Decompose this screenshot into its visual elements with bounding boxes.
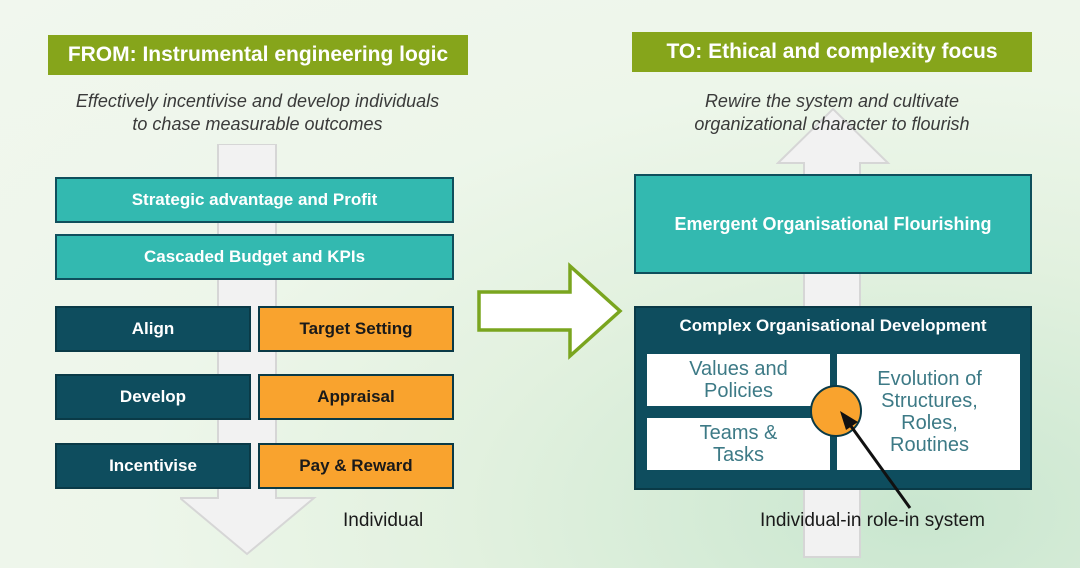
to-subtitle-line1: Rewire the system and cultivate — [704, 91, 960, 111]
complex-development-title: Complex Organisational Development — [679, 316, 987, 335]
evolution-line4: Routines — [890, 434, 969, 456]
evolution-line3: Roles, — [901, 412, 958, 434]
teams-tasks-line2: Tasks — [712, 444, 765, 466]
from-subtitle-emphasis: Effectively incentivise — [75, 91, 247, 111]
cascaded-budget-box: Cascaded Budget and KPIs — [55, 234, 454, 280]
from-subtitle-line2: to chase measurable outcomes — [132, 114, 383, 134]
individual-in-system-caption: Individual-in role-in system — [760, 510, 985, 531]
strategic-advantage-box: Strategic advantage and Profit — [55, 177, 454, 223]
align-box: Align — [55, 306, 251, 352]
target-setting-box: Target Setting — [258, 306, 454, 352]
develop-box: Develop — [55, 374, 251, 420]
pay-reward-box: Pay & Reward — [258, 443, 454, 489]
emergent-flourishing-box: Emergent Organisational Flourishing — [634, 174, 1032, 274]
pointer-arrowhead — [840, 411, 858, 430]
teams-tasks-cell: Teams & Tasks — [647, 418, 830, 470]
individual-pointer — [810, 385, 912, 509]
individual-caption: Individual — [343, 510, 424, 531]
appraisal-box: Appraisal — [258, 374, 454, 420]
to-subtitle: Rewire the system and cultivate organiza… — [620, 90, 1044, 136]
transition-arrow — [477, 262, 623, 360]
from-subtitle-rest: and develop individuals — [251, 91, 440, 111]
evolution-line2: Structures, — [881, 390, 978, 412]
incentivise-box: Incentivise — [55, 443, 251, 489]
evolution-line1: Evolution of — [877, 368, 982, 390]
pointer-line — [846, 421, 912, 509]
from-subtitle: Effectively incentivise and develop indi… — [20, 90, 495, 136]
values-policies-cell: Values and Policies — [647, 354, 830, 406]
values-policies-line2: Policies — [704, 380, 773, 402]
values-policies-line1: Values and — [689, 358, 788, 380]
to-header: TO: Ethical and complexity focus — [632, 32, 1032, 72]
to-subtitle-line2: organizational character to flourish — [694, 114, 970, 134]
teams-tasks-line1: Teams & — [699, 422, 778, 444]
from-header: FROM: Instrumental engineering logic — [48, 35, 468, 75]
